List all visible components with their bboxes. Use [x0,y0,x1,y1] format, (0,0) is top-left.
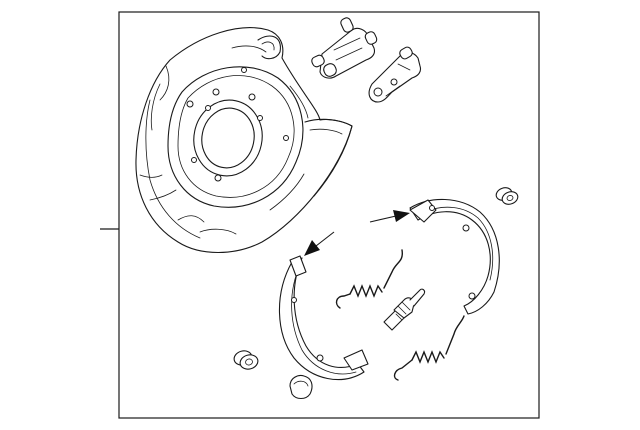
adjuster-screw [383,288,426,331]
boot-cap [289,374,313,400]
adjuster-lever [368,46,422,103]
upper-return-spring [335,249,404,309]
adjuster-bracket [311,17,378,79]
hold-down-spring-small [495,187,519,205]
upper-brake-shoe [409,198,500,315]
diagram-frame [100,11,540,419]
lower-return-spring [393,315,465,381]
callout-arrow-upper [369,210,410,223]
lower-brake-shoe [278,255,369,381]
hold-down-spring-large [233,350,259,370]
backing-plate [135,27,353,254]
callout-arrow-lower [304,231,335,256]
